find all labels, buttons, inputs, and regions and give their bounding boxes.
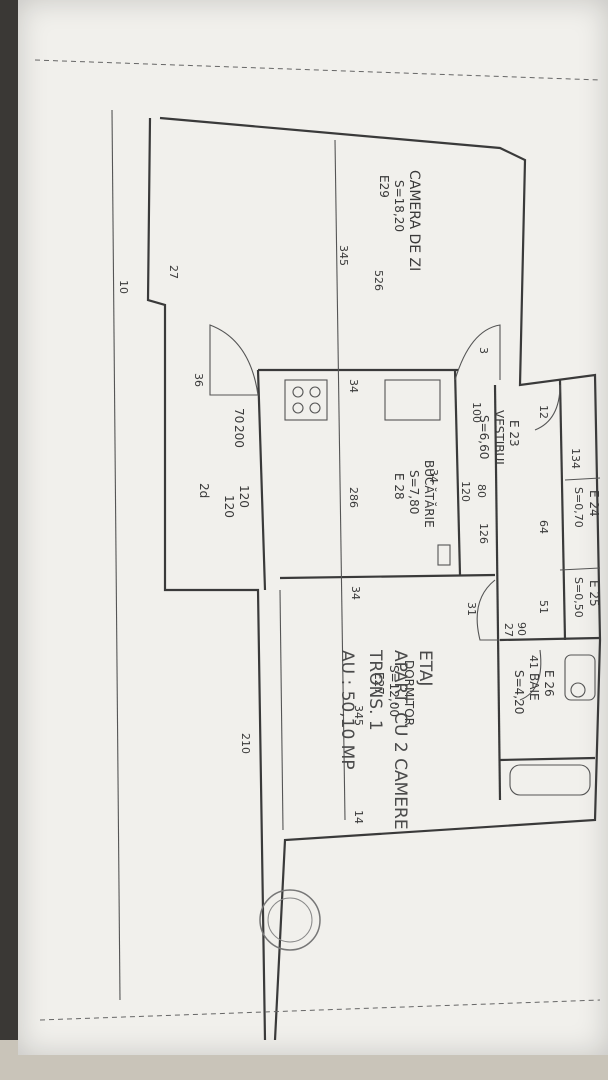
dim-34-b: 34 [427,469,440,483]
note-tronson: TRONS. 1 [365,649,385,731]
official-stamp [259,889,321,951]
closet-e25-code: E 25 [587,580,601,607]
hall-code: E 23 [507,420,521,447]
dim-12: 12 [537,405,550,419]
dim-126: 126 [477,523,490,544]
bath-name: BAIE [527,673,541,701]
dim-80: 80 [475,484,488,498]
door-swings [209,324,561,701]
dim-90: 90 [515,622,528,636]
dim-200: 200 [232,425,246,448]
bath-fixtures [509,654,596,796]
bedroom-name: DORMITOR [402,660,416,726]
kitchen-name: BUCĂTĂRIE [422,460,437,528]
dim-2d: 2d [197,483,211,498]
dim-64: 64 [537,520,550,534]
dim-134: 134 [569,448,582,469]
dim-14: 14 [352,810,365,824]
interior-walls [256,139,601,831]
dim-27: 27 [167,265,180,279]
living-room-name: CAMERA DE ZI [406,170,422,271]
dimension-labels: 10 27 345 526 3 36 70 200 120 120 2d 34 … [117,245,582,824]
bath-code: E 26 [542,670,556,697]
kitchen-fixtures [284,379,451,566]
floor-plan-sheet [18,0,608,1055]
hall-name: VESTIBUL [492,410,506,468]
kitchen-code: E 28 [392,473,406,500]
dim-210: 210 [239,733,252,754]
hall-area: S=6,60 [477,415,491,459]
kitchen-area: S=7,80 [407,470,421,514]
bath-area: S=4,20 [512,670,526,714]
dim-10: 10 [117,280,130,294]
note-area: AU : 50,10 MP [337,650,357,770]
dim-34-a: 34 [347,379,360,393]
closet-e25-area: S=0,50 [572,577,585,618]
note-apartment: APART. CU 2 CAMERE [390,650,410,830]
handwritten-notes: ETAJ APART. CU 2 CAMERE TRONS. 1 AU : 50… [337,649,435,830]
dim-31: 31 [465,602,478,616]
dim-345-b: 345 [352,705,365,726]
bedroom-code: E27 [372,672,386,695]
dim-120-b: 120 [222,495,236,518]
dim-41: 41 [527,655,540,669]
closet-e24-code: E 24 [587,490,601,517]
dim-51: 51 [537,600,550,614]
dim-27-b: 27 [502,623,515,637]
outer-walls [34,59,602,1041]
living-room-area: S=18,20 [392,180,406,232]
dim-36: 36 [192,373,205,387]
dim-526: 526 [372,270,385,291]
bedroom-area: S=12,00 [387,665,401,717]
note-etaj: ETAJ [415,650,435,686]
living-room-code: E29 [377,175,391,198]
dim-70: 70 [232,408,246,423]
dim-345: 345 [337,245,350,266]
dim-34-c: 34 [349,586,362,600]
dim-120-a: 120 [237,485,251,508]
dim-100: 100 [470,402,483,423]
dim-120-c: 120 [459,481,472,502]
closet-e24-area: S=0,70 [572,487,585,528]
dim-3: 3 [477,347,490,354]
dim-286: 286 [347,487,360,508]
